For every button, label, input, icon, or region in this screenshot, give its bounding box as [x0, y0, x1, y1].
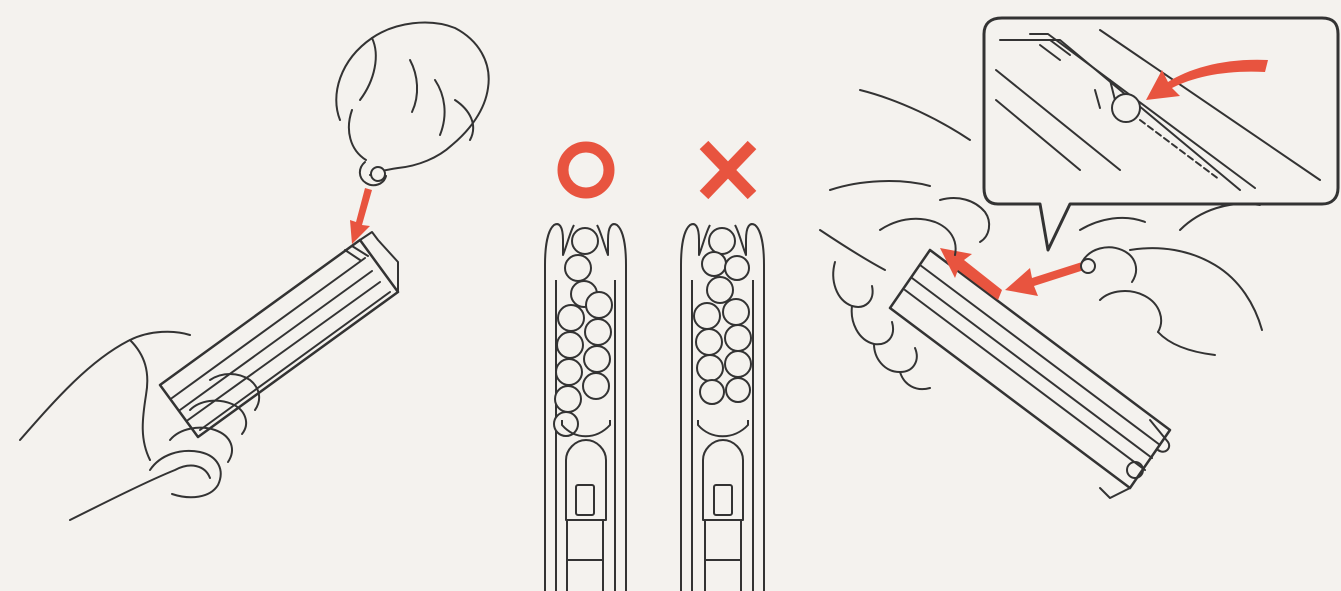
upper-hand	[336, 23, 488, 186]
correct-bb-stack	[554, 228, 612, 436]
holding-hand	[820, 90, 989, 389]
cross-incorrect-icon	[704, 145, 752, 195]
insert-bb-panel	[20, 23, 489, 520]
incorrect-loading	[681, 224, 764, 591]
incorrect-bb-stack	[694, 228, 751, 404]
correct-loading	[545, 224, 626, 591]
circle-correct-icon	[563, 147, 609, 193]
down-arrow	[350, 188, 372, 244]
zoomed-bb	[1112, 94, 1140, 122]
bb-pellet	[371, 167, 385, 181]
pushing-hand	[1080, 204, 1262, 355]
push-bb-panel	[820, 18, 1338, 498]
